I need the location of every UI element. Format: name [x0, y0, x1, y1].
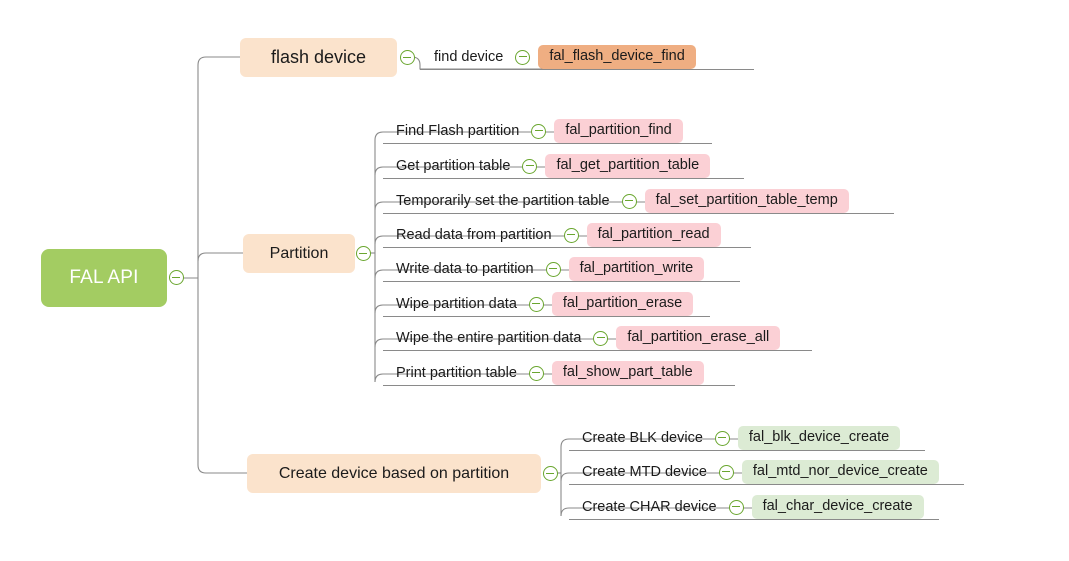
leaf-label: Wipe partition data	[396, 296, 517, 312]
leaf-row[interactable]: Read data from partition fal_partition_r…	[392, 222, 721, 248]
leaf-label: find device	[434, 49, 504, 65]
leaf-collapse-minus-icon[interactable]	[522, 158, 538, 174]
leaf-badge[interactable]: fal_get_partition_table	[545, 153, 711, 179]
leaf-row[interactable]: Create BLK device fal_blk_device_create	[578, 425, 901, 451]
leaf-row[interactable]: Wipe partition data fal_partition_erase	[392, 291, 694, 317]
leaf-badge[interactable]: fal_show_part_table	[551, 360, 704, 386]
branch-label-create-device: Create device based on partition	[278, 464, 510, 482]
leaf-row[interactable]: Create CHAR device fal_char_device_creat…	[578, 494, 924, 520]
leaf-underline	[569, 450, 925, 451]
leaf-row[interactable]: find device fal_flash_device_find	[430, 44, 696, 70]
leaf-collapse-minus-icon[interactable]	[714, 430, 730, 446]
root-node-label: FAL API	[69, 267, 139, 288]
root-collapse-minus-icon[interactable]	[169, 270, 184, 285]
leaf-badge[interactable]: fal_partition_write	[568, 256, 705, 282]
branch-node-partition[interactable]: Partition	[243, 234, 355, 273]
leaf-label: Get partition table	[396, 158, 511, 174]
leaf-underline	[383, 143, 712, 144]
leaf-label: Create CHAR device	[582, 499, 717, 515]
leaf-label: Read data from partition	[396, 227, 552, 243]
leaf-badge[interactable]: fal_blk_device_create	[737, 425, 901, 451]
leaf-collapse-minus-icon[interactable]	[593, 330, 609, 346]
leaf-badge[interactable]: fal_mtd_nor_device_create	[741, 459, 939, 485]
leaf-badge[interactable]: fal_flash_device_find	[538, 44, 696, 70]
leaf-label: Wipe the entire partition data	[396, 330, 582, 346]
leaf-row[interactable]: Create MTD device fal_mtd_nor_device_cre…	[578, 459, 939, 485]
leaf-row[interactable]: Find Flash partition fal_partition_find	[392, 118, 683, 144]
leaf-badge[interactable]: fal_partition_find	[554, 118, 683, 144]
leaf-underline	[383, 281, 740, 282]
leaf-label: Create BLK device	[582, 430, 703, 446]
leaf-collapse-minus-icon[interactable]	[718, 464, 734, 480]
leaf-row[interactable]: Get partition table fal_get_partition_ta…	[392, 153, 711, 179]
leaf-underline	[383, 213, 894, 214]
leaf-row[interactable]: Wipe the entire partition data fal_parti…	[392, 325, 781, 351]
leaf-badge[interactable]: fal_partition_erase_all	[616, 325, 781, 351]
leaf-collapse-minus-icon[interactable]	[531, 123, 547, 139]
leaf-badge[interactable]: fal_char_device_create	[751, 494, 924, 520]
leaf-label: Find Flash partition	[396, 123, 520, 139]
leaf-underline	[569, 484, 964, 485]
leaf-badge[interactable]: fal_partition_read	[586, 222, 721, 248]
leaf-underline	[569, 519, 939, 520]
leaf-label: Create MTD device	[582, 464, 707, 480]
branch-label-partition: Partition	[269, 244, 329, 262]
leaf-underline	[383, 247, 751, 248]
leaf-collapse-minus-icon[interactable]	[528, 365, 544, 381]
leaf-row[interactable]: Write data to partition fal_partition_wr…	[392, 256, 705, 282]
leaf-collapse-minus-icon[interactable]	[621, 193, 637, 209]
flash-device-collapse-minus-icon[interactable]	[400, 50, 415, 65]
leaf-collapse-minus-icon[interactable]	[563, 227, 579, 243]
leaf-underline	[383, 385, 735, 386]
leaf-label: Temporarily set the partition table	[396, 193, 610, 209]
root-node-fal-api[interactable]: FAL API	[41, 249, 167, 307]
leaf-underline	[383, 350, 812, 351]
leaf-row[interactable]: Print partition table fal_show_part_tabl…	[392, 360, 704, 386]
partition-collapse-minus-icon[interactable]	[356, 246, 371, 261]
leaf-underline	[383, 178, 744, 179]
leaf-collapse-minus-icon[interactable]	[528, 296, 544, 312]
leaf-badge[interactable]: fal_partition_erase	[551, 291, 694, 317]
leaf-collapse-minus-icon[interactable]	[515, 49, 531, 65]
leaf-label: Print partition table	[396, 365, 517, 381]
leaf-row[interactable]: Temporarily set the partition table fal_…	[392, 188, 849, 214]
leaf-collapse-minus-icon[interactable]	[728, 499, 744, 515]
create-device-collapse-minus-icon[interactable]	[543, 466, 558, 481]
branch-node-create-device[interactable]: Create device based on partition	[247, 454, 541, 493]
leaf-label: Write data to partition	[396, 261, 534, 277]
branch-node-flash-device[interactable]: flash device	[240, 38, 397, 77]
leaf-underline	[420, 69, 754, 70]
leaf-collapse-minus-icon[interactable]	[545, 261, 561, 277]
leaf-badge[interactable]: fal_set_partition_table_temp	[644, 188, 849, 214]
leaf-underline	[383, 316, 710, 317]
branch-label-flash-device: flash device	[270, 47, 367, 67]
